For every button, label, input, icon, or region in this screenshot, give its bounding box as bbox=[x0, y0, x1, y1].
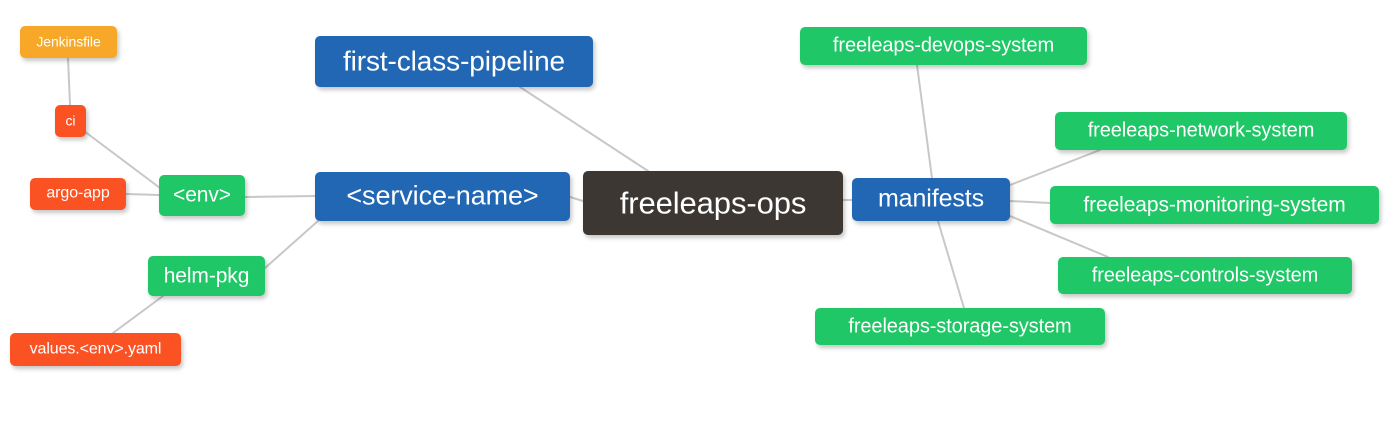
node-label-freeleaps-devops-system: freeleaps-devops-system bbox=[832, 34, 1055, 57]
node-freeleaps-monitoring-system[interactable]: freeleaps-monitoring-system bbox=[1050, 186, 1379, 224]
node-label-freeleaps-monitoring-system: freeleaps-monitoring-system bbox=[1083, 193, 1346, 216]
edge-helm-pkg-to-values-yaml bbox=[112, 295, 164, 334]
node-argo-app[interactable]: argo-app bbox=[30, 178, 126, 210]
edge-first-class-pipeline-to-freeleaps-ops bbox=[519, 86, 649, 172]
node-values-yaml[interactable]: values.<env>.yaml bbox=[10, 333, 181, 366]
edge-manifests-to-freeleaps-monitoring-system bbox=[1009, 200, 1051, 204]
edge-manifests-to-freeleaps-storage-system bbox=[937, 220, 965, 309]
edge-env-to-service-name bbox=[244, 195, 316, 198]
node-label-service-name: <service-name> bbox=[346, 180, 539, 211]
edge-service-name-to-freeleaps-ops bbox=[569, 196, 584, 202]
edge-manifests-to-freeleaps-devops-system bbox=[916, 64, 933, 179]
node-label-freeleaps-controls-system: freeleaps-controls-system bbox=[1091, 264, 1319, 286]
node-manifests[interactable]: manifests bbox=[852, 178, 1010, 221]
node-label-manifests: manifests bbox=[877, 184, 985, 213]
node-ci[interactable]: ci bbox=[55, 105, 86, 137]
node-label-ci: ci bbox=[65, 112, 76, 129]
node-env[interactable]: <env> bbox=[159, 175, 245, 216]
node-label-first-class-pipeline: first-class-pipeline bbox=[342, 45, 566, 76]
edge-service-name-to-helm-pkg bbox=[264, 220, 319, 269]
edge-argo-app-to-env bbox=[125, 193, 160, 196]
node-first-class-pipeline[interactable]: first-class-pipeline bbox=[315, 36, 593, 87]
node-label-freeleaps-network-system: freeleaps-network-system bbox=[1087, 119, 1315, 142]
node-freeleaps-ops[interactable]: freeleaps-ops bbox=[583, 171, 843, 235]
node-label-freeleaps-storage-system: freeleaps-storage-system bbox=[848, 315, 1072, 337]
node-label-jenkinsfile: Jenkinsfile bbox=[36, 33, 101, 50]
node-freeleaps-devops-system[interactable]: freeleaps-devops-system bbox=[800, 27, 1087, 65]
node-freeleaps-network-system[interactable]: freeleaps-network-system bbox=[1055, 112, 1347, 150]
node-helm-pkg[interactable]: helm-pkg bbox=[148, 256, 265, 296]
edge-manifests-to-freeleaps-network-system bbox=[1009, 149, 1101, 186]
node-service-name[interactable]: <service-name> bbox=[315, 172, 570, 221]
node-freeleaps-storage-system[interactable]: freeleaps-storage-system bbox=[815, 308, 1105, 345]
node-freeleaps-controls-system[interactable]: freeleaps-controls-system bbox=[1058, 257, 1352, 294]
node-label-env: <env> bbox=[173, 183, 231, 207]
node-label-argo-app: argo-app bbox=[46, 184, 110, 202]
node-label-freeleaps-ops: freeleaps-ops bbox=[619, 185, 807, 220]
node-label-values-yaml: values.<env>.yaml bbox=[29, 340, 162, 357]
node-label-helm-pkg: helm-pkg bbox=[163, 264, 250, 287]
edge-jenkinsfile-to-ci bbox=[67, 57, 71, 106]
node-jenkinsfile[interactable]: Jenkinsfile bbox=[20, 26, 117, 58]
